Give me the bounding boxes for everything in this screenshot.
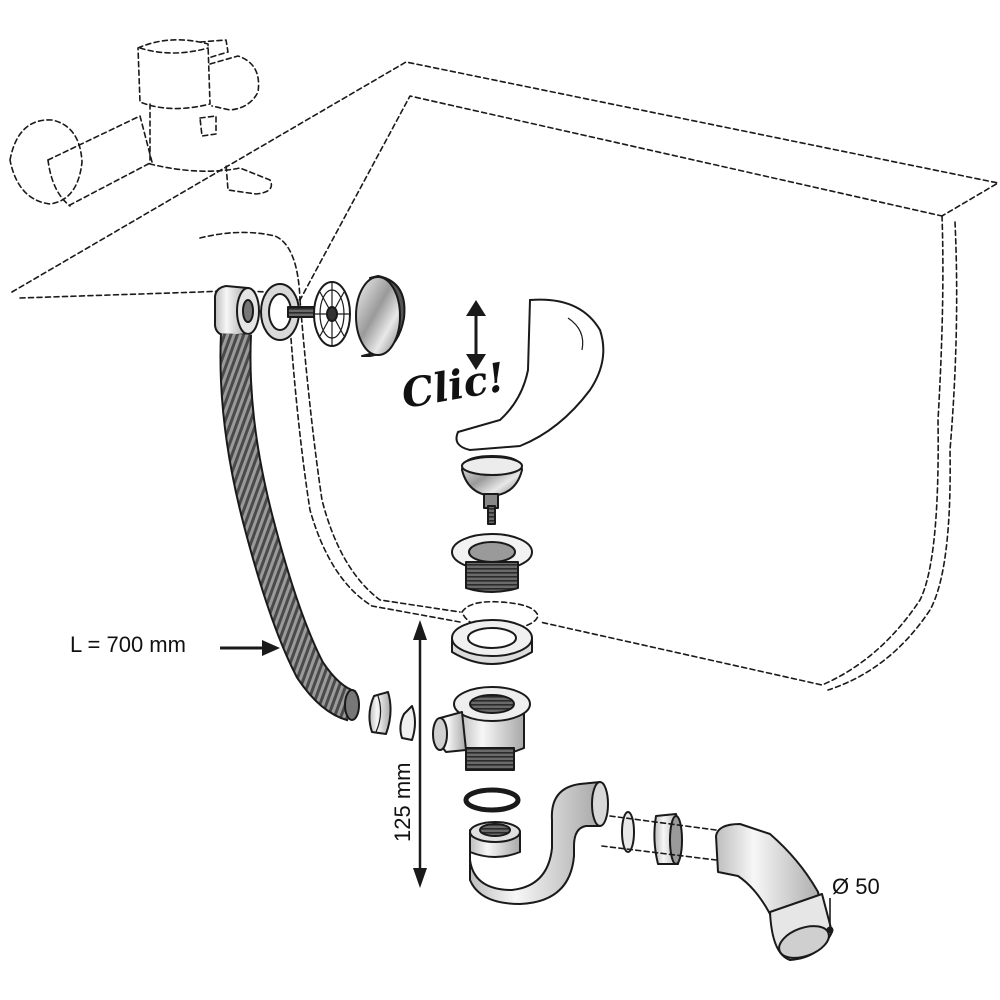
outlet-elbow-pipe [715, 823, 833, 961]
hose-length-arrow [220, 640, 280, 656]
click-label: Clic! [398, 354, 509, 418]
hose-connector-nut [368, 691, 392, 735]
mixer-tap-outline [9, 39, 273, 207]
assembly-guide-line [609, 815, 717, 831]
diameter-leader [826, 898, 834, 934]
drain-flange [451, 533, 533, 593]
drain-body [432, 686, 531, 771]
overflow-cover-plate [355, 275, 406, 357]
overflow-assembly [213, 275, 406, 357]
push-direction-arrow [466, 300, 486, 370]
bottle-trap [469, 781, 609, 905]
hose-cone-washer [399, 705, 416, 741]
popup-plug [461, 455, 523, 525]
bathtub-outline [11, 61, 999, 691]
trap-outlet-nut [653, 813, 683, 865]
overflow-spider-bracket [313, 281, 351, 347]
outlet-diameter-label: Ø 50 [832, 874, 880, 899]
trap-height-label: 125 mm [390, 763, 415, 842]
foot-illustration [455, 298, 605, 452]
trap-height-dimension [413, 620, 427, 888]
flexible-hose [219, 333, 360, 722]
hose-length-label: L = 700 mm [70, 632, 186, 657]
drain-gasket [451, 619, 533, 665]
overflow-elbow [213, 285, 260, 337]
drain-o-ring [463, 787, 521, 813]
trap-outlet-washer [621, 811, 635, 853]
